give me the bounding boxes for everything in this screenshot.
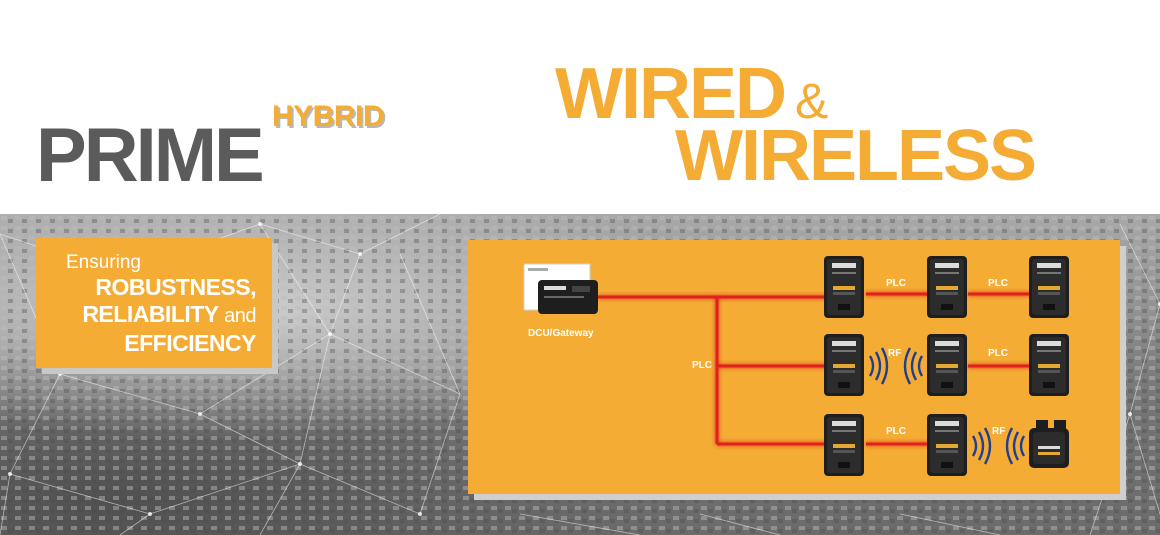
row3-link1-label: PLC bbox=[886, 426, 906, 437]
meter-r1-c1 bbox=[824, 256, 864, 318]
meter-r1-c2 bbox=[927, 256, 967, 318]
meter-r2-c1 bbox=[824, 334, 864, 396]
tagline-efficiency: EFFICIENCY bbox=[124, 330, 256, 356]
header-banner: HYBRID PRIME WIRED& WIRELESS bbox=[0, 0, 1160, 214]
meter-r3-c1 bbox=[824, 414, 864, 476]
tagline-box: Ensuring ROBUSTNESS, RELIABILITY and EFF… bbox=[36, 238, 272, 368]
network-diagram: DCU/Gateway PLC PLC PLC RF PLC PLC RF bbox=[468, 240, 1120, 494]
tagline-and: and bbox=[224, 305, 256, 327]
diagram-canvas: DCU/Gateway PLC PLC PLC RF PLC PLC RF bbox=[523, 256, 1069, 476]
headline-wired: WIRED bbox=[555, 54, 787, 134]
meter-r2-c3 bbox=[1029, 334, 1069, 396]
row3-link2-label: RF bbox=[992, 426, 1005, 437]
meter-r3-c3 bbox=[1029, 420, 1069, 468]
wiring bbox=[598, 292, 1032, 446]
headline: WIRED& WIRELESS bbox=[555, 54, 1037, 206]
meter-r2-c2 bbox=[927, 334, 967, 396]
logo-prime-text: PRIME bbox=[36, 113, 265, 198]
headline-wireless: WIRELESS bbox=[675, 116, 1037, 196]
prime-hybrid-logo: HYBRID PRIME bbox=[36, 96, 385, 198]
headline-line1: WIRED& bbox=[555, 54, 828, 139]
headline-ampersand: & bbox=[794, 73, 828, 129]
gateway-label: DCU/Gateway bbox=[528, 328, 594, 339]
dcu-gateway-icon bbox=[523, 263, 598, 314]
meter-r1-c3 bbox=[1029, 256, 1069, 318]
row1-link2-label: PLC bbox=[988, 278, 1008, 289]
tagline-ensuring: Ensuring bbox=[66, 252, 141, 273]
meter-r3-c2 bbox=[927, 414, 967, 476]
rf-waves-row3 bbox=[971, 427, 1026, 465]
row2-link1-label: RF bbox=[888, 348, 901, 359]
trunk-plc-label: PLC bbox=[692, 360, 712, 371]
logo-hybrid-text: HYBRID bbox=[272, 100, 385, 133]
row2-link2-label: PLC bbox=[988, 348, 1008, 359]
row1-link1-label: PLC bbox=[886, 278, 906, 289]
tagline-robustness: ROBUSTNESS, bbox=[95, 274, 256, 300]
rf-waves-row2 bbox=[868, 347, 924, 385]
tagline-reliability-line: RELIABILITY and bbox=[46, 301, 256, 330]
tagline-reliability: RELIABILITY bbox=[82, 301, 219, 327]
